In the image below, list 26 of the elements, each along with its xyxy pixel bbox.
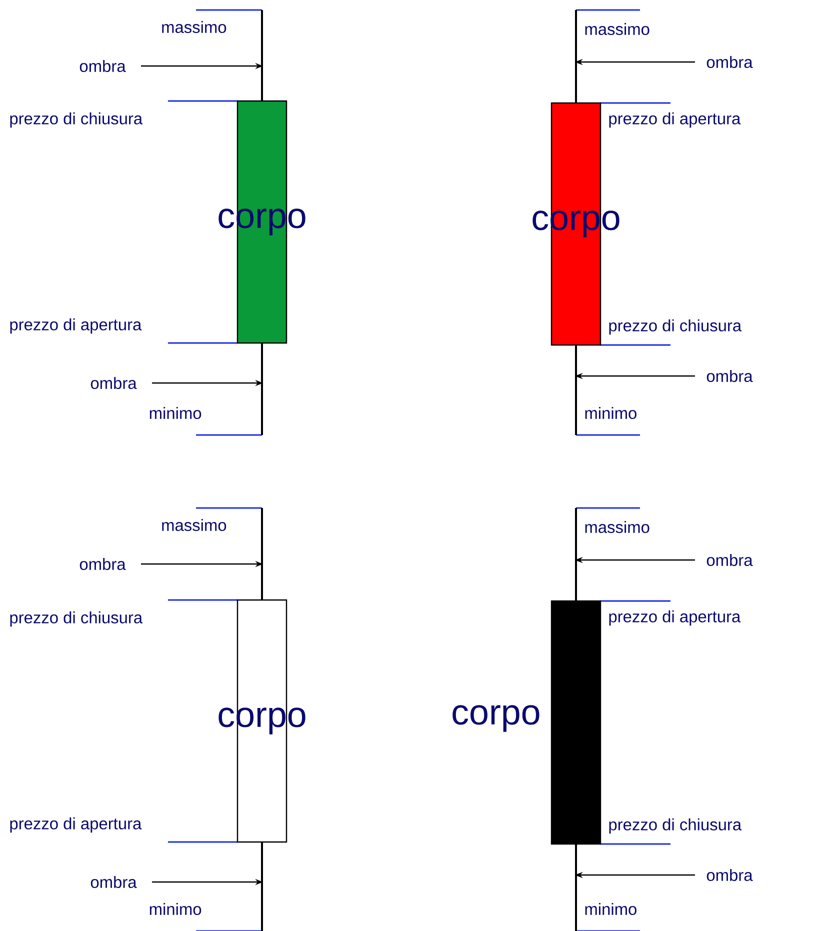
body-label: corpo: [452, 705, 540, 732]
shadow-label: ombra: [90, 876, 137, 888]
price-label: prezzo di apertura: [10, 318, 142, 334]
price-label: prezzo di apertura: [10, 817, 142, 833]
price-label: prezzo di chiusura: [609, 818, 742, 834]
shadow-label: ombra: [706, 554, 753, 566]
shadow-label: ombra: [706, 56, 753, 68]
price-label: prezzo di apertura: [609, 112, 741, 128]
price-label: massimo: [585, 520, 650, 534]
shadow-label: ombra: [90, 376, 137, 390]
shadow-label: ombra: [80, 558, 126, 570]
price-label: massimo: [585, 22, 650, 36]
price-label: prezzo di chiusura: [609, 319, 742, 335]
price-label: prezzo di chiusura: [10, 611, 143, 627]
price-label: prezzo di chiusura: [10, 112, 143, 128]
price-label: minimo: [150, 406, 202, 420]
price-label: massimo: [162, 20, 226, 34]
price-label: minimo: [585, 406, 636, 420]
price-label: minimo: [585, 902, 636, 916]
price-label: minimo: [150, 902, 202, 916]
price-label: prezzo di apertura: [609, 610, 741, 626]
candle-body: [550, 600, 602, 845]
shadow-label: ombra: [80, 60, 126, 72]
price-label: massimo: [162, 518, 226, 532]
shadow-label: ombra: [706, 868, 753, 882]
shadow-label: ombra: [706, 370, 753, 382]
